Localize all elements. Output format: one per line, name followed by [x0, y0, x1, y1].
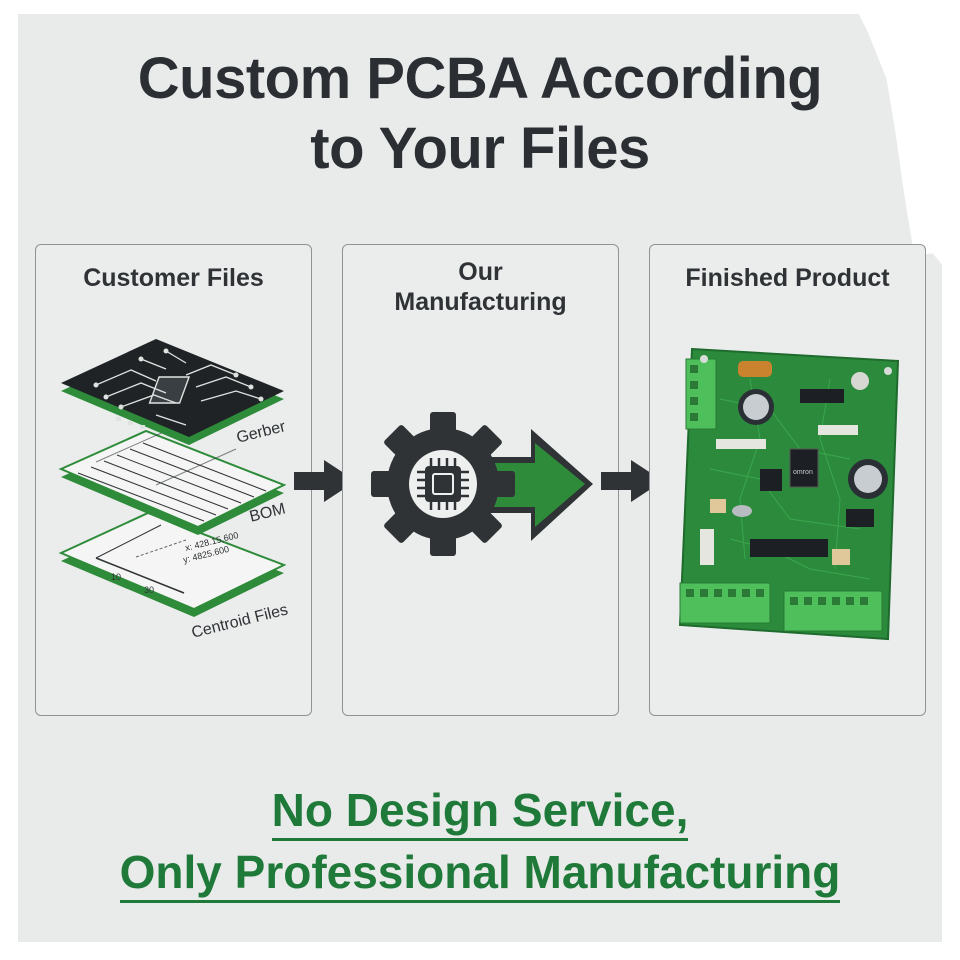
tagline-line-2-text: Only Professional Manufacturing — [119, 846, 841, 903]
centroid-layer: 10 30 x: 428.15,600 y: 4825.600 — [58, 511, 287, 617]
manufacturing-illustration — [371, 412, 593, 556]
chip-icon — [417, 458, 469, 510]
page-title: Custom PCBA According to Your Files — [0, 44, 960, 184]
finished-product-panel: Finished Product omr — [649, 244, 926, 716]
relay-label: omron — [793, 469, 813, 476]
customer-files-heading: Customer Files — [83, 264, 264, 292]
manufacturing-heading-line-2: Manufacturing — [394, 288, 567, 316]
finished-product-heading: Finished Product — [685, 264, 890, 292]
terminal-block-left — [685, 358, 717, 430]
arrow-right-icon-2 — [601, 460, 663, 502]
manufacturing-panel: Our Manufacturing — [342, 244, 619, 716]
title-line-1: Custom PCBA According — [137, 46, 823, 111]
capacitor-2 — [848, 459, 888, 499]
file-layers-illustration: 10 30 x: 428.15,600 y: 4825.600 — [58, 339, 287, 617]
arrow-right-icon — [466, 429, 593, 541]
tagline-line-2: Only Professional Manufacturing — [0, 842, 960, 903]
arrow-right-icon-1 — [294, 460, 356, 502]
gerber-layer — [61, 339, 284, 445]
manufacturing-heading-line-1: Our — [458, 258, 503, 286]
terminal-block-bottom — [679, 582, 883, 632]
pcb-board-photo: omron — [678, 347, 900, 641]
title-line-2: to Your Files — [310, 116, 650, 181]
centroid-tick-2: 30 — [144, 585, 154, 595]
tagline-line-1-text: No Design Service, — [271, 784, 689, 841]
capacitor-1 — [738, 389, 774, 425]
bom-layer — [58, 422, 287, 535]
tagline-line-1: No Design Service, — [0, 780, 960, 841]
centroid-tick-1: 10 — [111, 572, 121, 582]
customer-files-panel: Customer Files 10 30 x: 428.15,600 y: 48… — [35, 244, 312, 716]
